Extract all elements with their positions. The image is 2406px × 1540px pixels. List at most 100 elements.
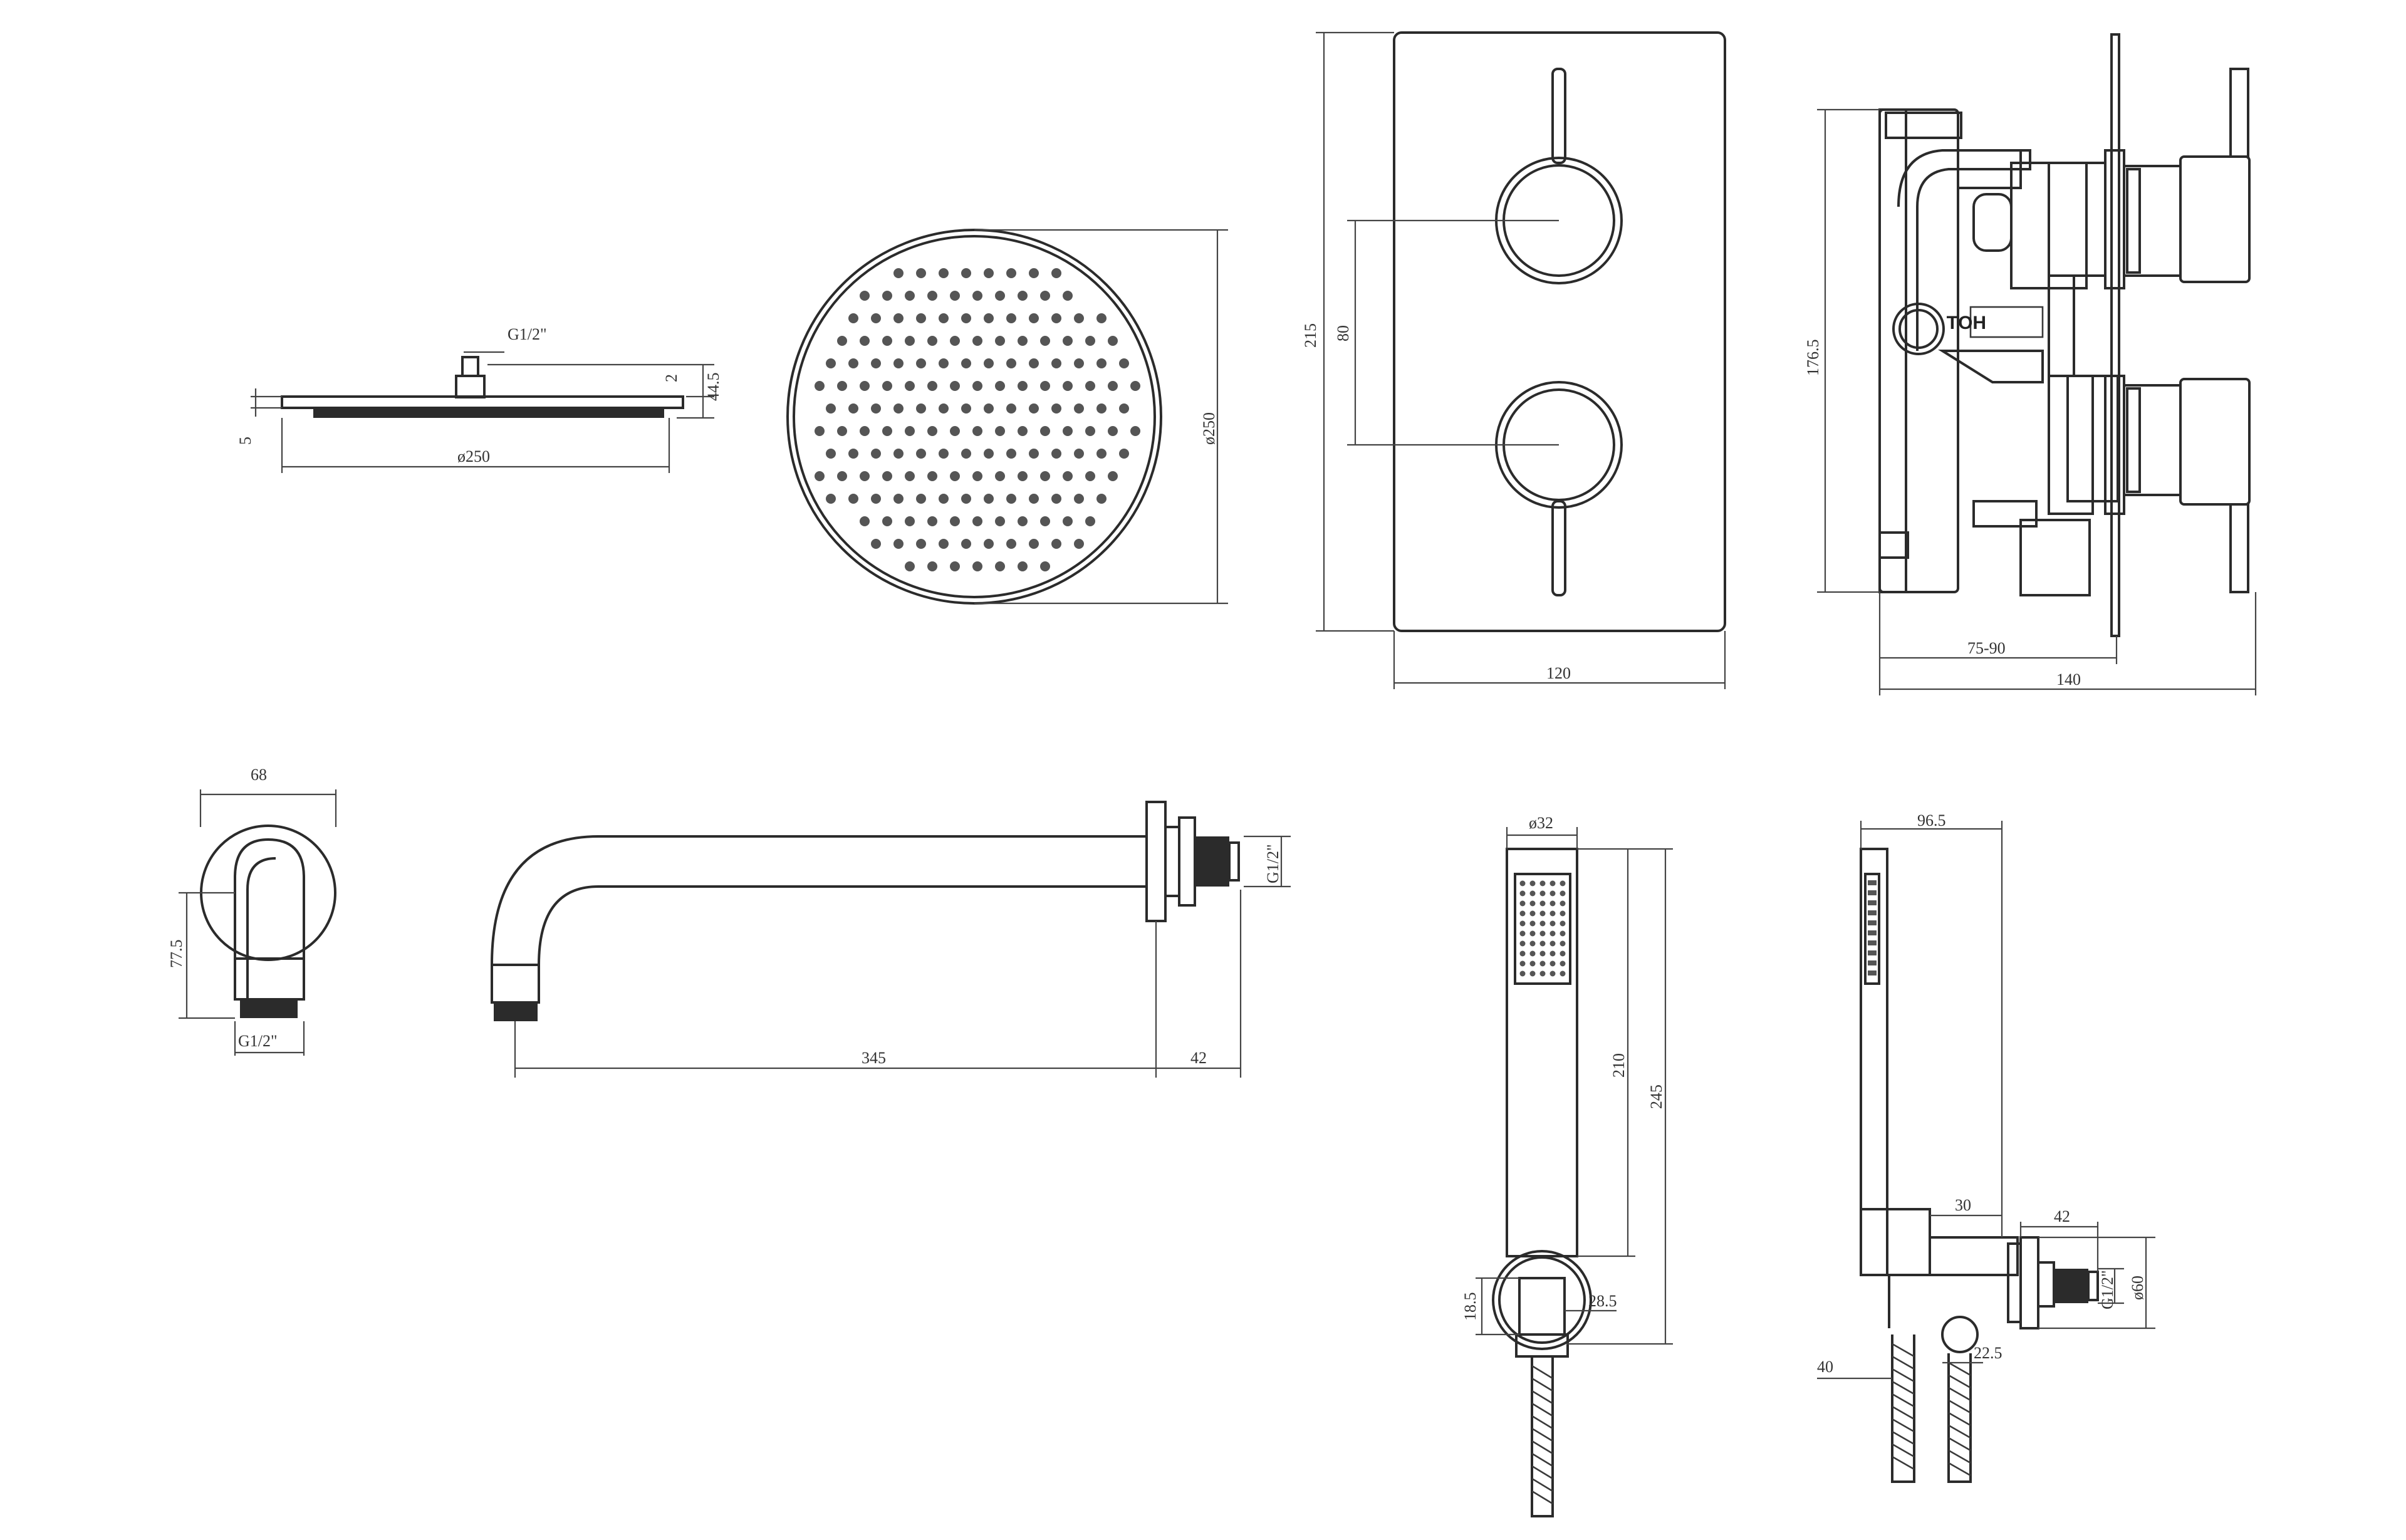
nozzle-dot <box>826 449 836 459</box>
handset-nozzle <box>1549 930 1556 937</box>
nozzle-dot <box>1051 403 1061 414</box>
handset-nozzle <box>1549 960 1556 967</box>
nozzle-dot <box>1063 336 1073 346</box>
handset-side-dim-40: 40 <box>1817 1358 1833 1376</box>
nozzle-dot <box>1063 426 1073 436</box>
nozzle-dot <box>837 336 847 346</box>
nozzle-dot <box>871 494 881 504</box>
nozzle-dot <box>1051 494 1061 504</box>
nozzle-dot <box>927 381 937 391</box>
nozzle-dot <box>826 358 836 368</box>
handset-side-view: 96.5 30 42 G1/2" ø60 40 22.5 <box>1817 811 2155 1483</box>
handset-nozzle <box>1529 960 1536 967</box>
head-thread-label: G1/2" <box>508 325 547 343</box>
nozzle-dot <box>939 268 949 278</box>
nozzle-dot <box>927 291 937 301</box>
nozzle-dot <box>905 516 915 526</box>
nozzle-dot <box>995 471 1005 481</box>
handset-nozzle <box>1549 880 1556 887</box>
head-dim-5: 5 <box>236 437 254 445</box>
hot-marking: HOT <box>1947 313 1986 333</box>
handset-nozzle <box>1560 930 1566 937</box>
nozzle-dot <box>995 381 1005 391</box>
nozzle-dot <box>1074 313 1084 323</box>
nozzle-dot <box>995 426 1005 436</box>
handset-nozzle <box>1529 920 1536 927</box>
nozzle-dot <box>939 494 949 504</box>
nozzle-dot <box>1040 426 1050 436</box>
handset-nozzle <box>1529 950 1536 957</box>
handset-side-thread-label: G1/2" <box>2098 1270 2117 1309</box>
nozzle-dot <box>1006 539 1016 549</box>
handset-nozzle <box>1529 910 1536 917</box>
nozzle-dot <box>871 403 881 414</box>
nozzle-dot <box>882 336 892 346</box>
nozzle-dot <box>905 471 915 481</box>
nozzle-dot <box>1096 403 1107 414</box>
nozzle-dot <box>815 381 825 391</box>
nozzle-dot <box>995 336 1005 346</box>
arm-flange-label: 42 <box>1190 1049 1207 1067</box>
handset-nozzle <box>1539 940 1546 947</box>
nozzle-dot <box>893 358 904 368</box>
handset-nozzle <box>1560 950 1566 957</box>
nozzle-dot <box>848 403 858 414</box>
nozzle-dot <box>961 403 971 414</box>
handset-nozzle <box>1529 940 1536 947</box>
nozzle-dot <box>1085 336 1095 346</box>
nozzle-dot <box>905 291 915 301</box>
nozzle-pattern <box>815 268 1140 571</box>
handset-nozzle <box>1519 970 1526 977</box>
nozzle-dot <box>950 471 960 481</box>
nozzle-dot <box>1119 403 1129 414</box>
nozzle-dot <box>1130 426 1140 436</box>
handset-nozzle <box>1549 920 1556 927</box>
nozzle-dot <box>837 381 847 391</box>
nozzle-dot <box>916 358 926 368</box>
handset-nozzle <box>1549 940 1556 947</box>
handset-side-nozzle <box>1868 880 1877 885</box>
nozzle-dot <box>961 494 971 504</box>
nozzle-dot <box>939 313 949 323</box>
nozzle-dot <box>950 561 960 571</box>
nozzle-dot <box>984 358 994 368</box>
nozzle-dot <box>1006 313 1016 323</box>
handset-dim-28-5: 28.5 <box>1588 1292 1617 1310</box>
nozzle-dot <box>1006 403 1016 414</box>
nozzle-dot <box>860 381 870 391</box>
nozzle-dot <box>1096 313 1107 323</box>
nozzle-dot <box>950 336 960 346</box>
nozzle-dot <box>826 494 836 504</box>
handset-nozzle <box>1539 900 1546 907</box>
nozzle-dot <box>1063 516 1073 526</box>
nozzle-dot <box>871 358 881 368</box>
nozzle-dot <box>916 449 926 459</box>
nozzle-dot <box>1096 449 1107 459</box>
shower-head-side-view: G1/2" 2 44.5 5 ø250 <box>236 325 722 473</box>
valve-centres-label: 80 <box>1334 325 1352 341</box>
nozzle-dot <box>837 471 847 481</box>
nozzle-dot <box>984 494 994 504</box>
nozzle-dot <box>1074 403 1084 414</box>
valve-depth-range-label: 75-90 <box>1967 639 2006 657</box>
handset-nozzle <box>1549 950 1556 957</box>
nozzle-dot <box>871 449 881 459</box>
nozzle-dot <box>815 471 825 481</box>
nozzle-dot <box>1040 471 1050 481</box>
nozzle-dot <box>905 426 915 436</box>
nozzle-dot <box>1063 381 1073 391</box>
nozzle-dot <box>1108 336 1118 346</box>
nozzle-dot <box>1018 561 1028 571</box>
nozzle-dot <box>848 358 858 368</box>
nozzle-dot <box>1029 313 1039 323</box>
handset-body-label: 210 <box>1610 1053 1628 1078</box>
handset-nozzle <box>1539 910 1546 917</box>
handset-nozzle <box>1539 880 1546 887</box>
nozzle-dot <box>882 291 892 301</box>
handset-side-dim-30: 30 <box>1955 1196 1971 1214</box>
nozzle-dot <box>1051 268 1061 278</box>
nozzle-dot <box>972 381 982 391</box>
nozzle-dot <box>1040 291 1050 301</box>
elbow-width-label: 68 <box>251 766 267 784</box>
handset-side-nozzles <box>1868 880 1877 976</box>
